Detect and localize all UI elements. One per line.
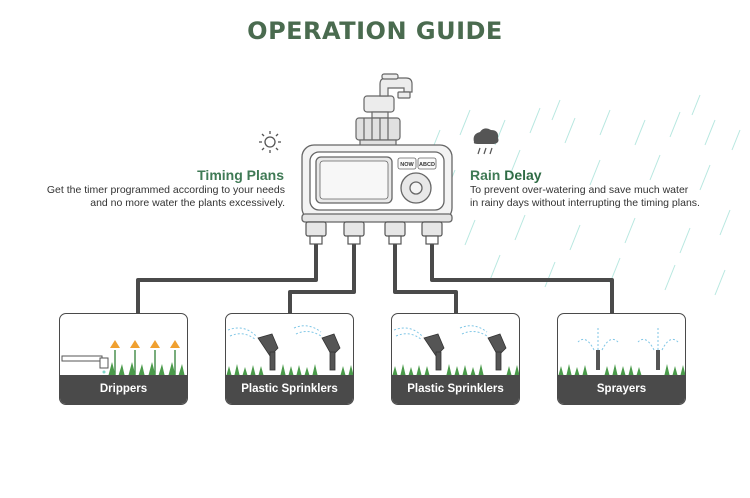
now-button-label: NOW xyxy=(400,162,414,168)
plastic-sprinklers-label-2: Plastic Sprinklers xyxy=(392,375,519,404)
timing-plans-title: Timing Plans xyxy=(197,167,284,183)
water-pipes xyxy=(136,240,614,314)
rain-delay-title-word2: Delay xyxy=(504,167,542,183)
abcd-button-label: ABCD xyxy=(419,162,435,168)
plastic-sprinklers-card-1: Plastic Sprinklers xyxy=(225,313,354,405)
plastic-sprinklers-illustration-1 xyxy=(226,325,353,377)
drippers-illustration xyxy=(61,340,185,377)
rain-delay-desc-line2: in rainy days without interrupting the t… xyxy=(470,197,700,209)
drippers-card: Drippers xyxy=(59,313,188,405)
timing-plans-desc-line2: and no more water the plants excessively… xyxy=(90,197,285,209)
plastic-sprinklers-card-2: Plastic Sprinklers xyxy=(391,313,520,405)
faucet xyxy=(363,73,413,119)
connector-nut xyxy=(355,117,401,148)
outlets xyxy=(305,221,443,245)
timer-buttons: NOW ABCD xyxy=(397,157,437,170)
drippers-label: Drippers xyxy=(60,375,187,404)
sprayers-label: Sprayers xyxy=(558,375,685,404)
rain-delay-desc-line1: To prevent over-watering and save much w… xyxy=(470,184,689,196)
sun-icon xyxy=(259,131,281,153)
rain-cloud-icon xyxy=(473,128,499,155)
sprayers-card: Sprayers xyxy=(557,313,686,405)
timing-plans-desc-line1: Get the timer programmed according to yo… xyxy=(46,184,285,196)
sprayers-illustration xyxy=(558,328,685,377)
plastic-sprinklers-illustration-2 xyxy=(392,325,519,377)
plastic-sprinklers-label-1: Plastic Sprinklers xyxy=(226,375,353,404)
rain-delay-title-word1: Rain xyxy=(470,167,505,183)
rain-delay-title: Rain Delay xyxy=(470,167,542,183)
page-title: OPERATION GUIDE xyxy=(247,17,503,45)
water-timer xyxy=(301,144,453,223)
